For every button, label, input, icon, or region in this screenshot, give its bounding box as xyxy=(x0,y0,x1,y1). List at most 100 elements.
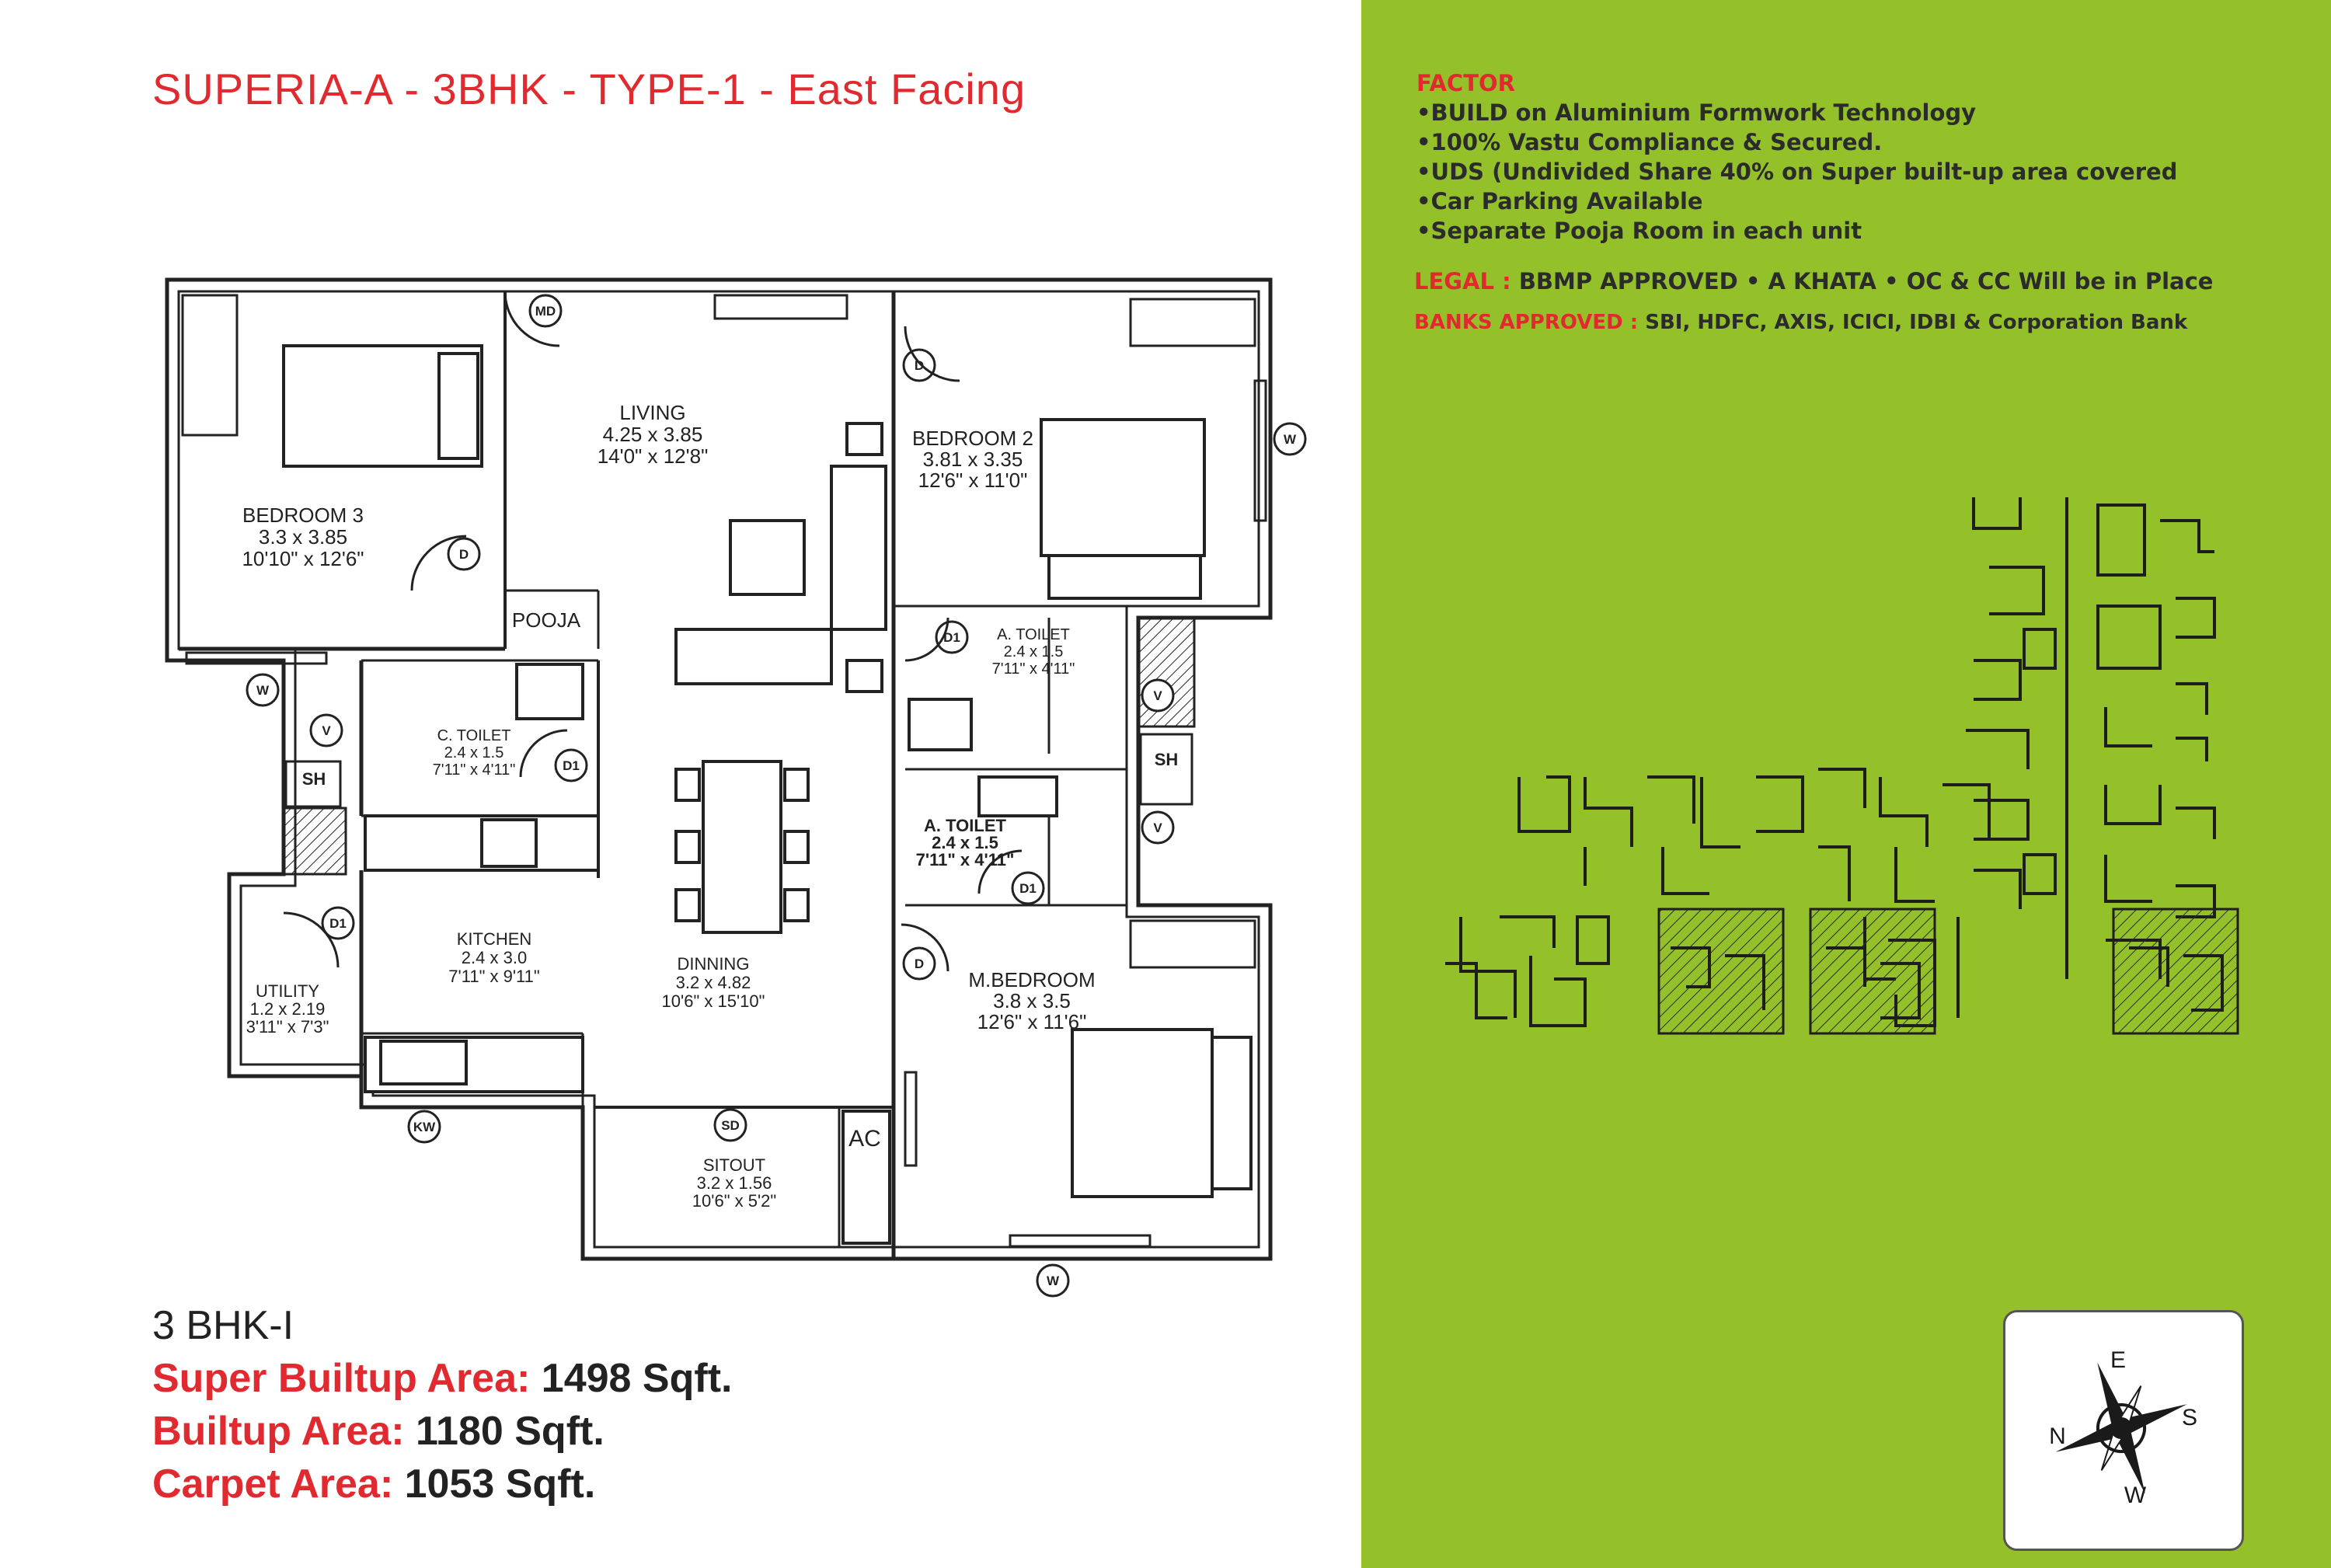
floor-plan-drawing: BEDROOM 3 3.3 x 3.85 10'10" x 12'6" LIVI… xyxy=(165,277,1307,1298)
ac-label: AC xyxy=(848,1126,881,1152)
marker-d1: D1 xyxy=(1019,881,1037,896)
compass-rose: E S W N xyxy=(2049,1347,2197,1508)
marker-d1: D1 xyxy=(563,758,580,773)
shaft-box xyxy=(284,760,342,808)
marker-kw: KW xyxy=(413,1120,436,1134)
door-swings xyxy=(283,291,1023,972)
room-metric: 3.2 x 1.56 xyxy=(697,1173,772,1193)
builtup-value: 1180 Sqft. xyxy=(415,1409,605,1454)
room-name: A. TOILET xyxy=(924,816,1006,835)
furniture xyxy=(282,344,1253,1245)
super-builtup-area: Super Builtup Area: 1498 Sqft. xyxy=(152,1352,732,1405)
banks-text: SBI, HDFC, AXIS, ICICI, IDBI & Corporati… xyxy=(1645,311,2188,334)
marker-v: V xyxy=(1153,821,1162,835)
room-metric: 2.4 x 3.0 xyxy=(462,948,527,967)
room-name: LIVING xyxy=(619,401,685,424)
legal-line: LEGAL : BBMP APPROVED • A KHATA • OC & C… xyxy=(1414,268,2213,294)
super-builtup-label: Super Builtup Area: xyxy=(152,1356,531,1401)
super-builtup-value: 1498 Sqft. xyxy=(541,1356,733,1401)
factor-item: BUILD on Aluminium Formwork Technology xyxy=(1416,98,2177,127)
factor-section: FACTOR BUILD on Aluminium Formwork Techn… xyxy=(1416,70,2177,246)
windows xyxy=(181,294,1267,1248)
room-name: SITOUT xyxy=(703,1155,765,1175)
room-name: A. TOILET xyxy=(997,626,1070,643)
room-imperial: 7'11" x 4'11" xyxy=(916,850,1015,869)
marker-w: W xyxy=(256,683,270,698)
legal-text: BBMP APPROVED • A KHATA • OC & CC Will b… xyxy=(1518,268,2214,294)
room-metric: 2.4 x 1.5 xyxy=(1004,643,1064,660)
room-name: M.BEDROOM xyxy=(968,968,1095,991)
room-name: DINNING xyxy=(678,954,750,974)
room-imperial: 12'6" x 11'6" xyxy=(977,1010,1087,1033)
compass-ring xyxy=(2096,1403,2146,1453)
compass-s: S xyxy=(2182,1405,2197,1430)
banks-label: BANKS APPROVED : xyxy=(1414,311,1639,334)
marker-d1: D1 xyxy=(329,916,347,931)
compass-needle xyxy=(2055,1423,2121,1452)
plan-type: 3 BHK-I xyxy=(152,1303,294,1348)
compass-needle xyxy=(2097,1362,2126,1428)
room-imperial: 7'11" x 9'11" xyxy=(448,967,539,986)
carpet-value: 1053 Sqft. xyxy=(404,1462,596,1507)
room-imperial: 14'0" x 12'8" xyxy=(598,444,709,468)
marker-md: MD xyxy=(535,304,556,319)
compass-needle xyxy=(2117,1428,2145,1494)
compass-hub xyxy=(2110,1417,2132,1439)
room-imperial: 12'6" x 11'0" xyxy=(918,469,1028,492)
marker-labels: MD D D W W D1 V V D1 V D1 D1 D KW SD W S… xyxy=(256,304,1297,1288)
door-window-markers xyxy=(246,294,1307,1298)
shaft-hatch xyxy=(1137,616,1196,728)
room-imperial: 10'6" x 5'2" xyxy=(692,1191,776,1211)
marker-sd: SD xyxy=(721,1118,740,1133)
room-metric: 3.3 x 3.85 xyxy=(259,525,347,549)
legal-label: LEGAL : xyxy=(1414,268,1511,294)
room-name: C. TOILET xyxy=(437,727,511,744)
compass-w: W xyxy=(2124,1483,2147,1508)
page-title: SUPERIA-A - 3BHK - TYPE-1 - East Facing xyxy=(152,64,1026,113)
room-imperial: 7'11" x 4'11" xyxy=(992,660,1075,678)
marker-w: W xyxy=(1047,1274,1060,1288)
room-metric: 3.2 x 4.82 xyxy=(676,973,751,992)
room-name: BEDROOM 2 xyxy=(912,427,1033,450)
carpet-area: Carpet Area: 1053 Sqft. xyxy=(152,1458,732,1511)
marker-v: V xyxy=(1153,688,1162,703)
factor-item: Car Parking Available xyxy=(1416,186,2177,216)
marker-d: D xyxy=(915,358,924,373)
marker-w: W xyxy=(1284,432,1297,447)
factor-heading: FACTOR xyxy=(1416,70,1515,96)
marker-d: D xyxy=(915,956,924,971)
room-name: KITCHEN xyxy=(457,929,532,949)
shaft-hatch xyxy=(282,807,347,876)
factor-item: Separate Pooja Room in each unit xyxy=(1416,216,2177,246)
room-metric: 4.25 x 3.85 xyxy=(603,423,703,446)
compass-needle xyxy=(2121,1404,2187,1433)
factor-list: BUILD on Aluminium Formwork Technology 1… xyxy=(1416,98,2178,246)
banks-line: BANKS APPROVED : SBI, HDFC, AXIS, ICICI,… xyxy=(1414,311,2187,334)
site-key-plan xyxy=(1445,497,2239,1035)
room-imperial: 10'6" x 15'10" xyxy=(662,991,765,1011)
room-name: UTILITY xyxy=(256,981,319,1001)
compass-e: E xyxy=(2110,1347,2126,1373)
room-metric: 2.4 x 1.5 xyxy=(444,744,504,761)
marker-sh: SH xyxy=(302,769,326,789)
room-imperial: 10'10" x 12'6" xyxy=(242,547,364,570)
marker-sh: SH xyxy=(1155,750,1179,769)
factor-item: 100% Vastu Compliance & Secured. xyxy=(1416,127,2177,157)
marker-d1: D1 xyxy=(943,630,960,645)
room-metric: 1.2 x 2.19 xyxy=(250,999,326,1019)
room-metric: 3.8 x 3.5 xyxy=(993,989,1071,1012)
marker-v: V xyxy=(322,723,331,738)
shaft-box xyxy=(1139,733,1193,806)
room-imperial: 3'11" x 7'3" xyxy=(246,1017,329,1037)
room-name: POOJA xyxy=(512,608,581,632)
builtup-area: Builtup Area: 1180 Sqft. xyxy=(152,1405,732,1458)
room-name: BEDROOM 3 xyxy=(242,504,364,527)
factor-item: UDS (Undivided Share 40% on Super built-… xyxy=(1416,157,2178,186)
carpet-label: Carpet Area: xyxy=(152,1462,394,1507)
room-metric: 3.81 x 3.35 xyxy=(923,448,1023,471)
info-panel xyxy=(1361,0,2331,1568)
compass-n: N xyxy=(2049,1423,2066,1449)
room-metric: 2.4 x 1.5 xyxy=(932,833,998,852)
room-labels: BEDROOM 3 3.3 x 3.85 10'10" x 12'6" LIVI… xyxy=(242,401,1095,1211)
builtup-label: Builtup Area: xyxy=(152,1409,405,1454)
